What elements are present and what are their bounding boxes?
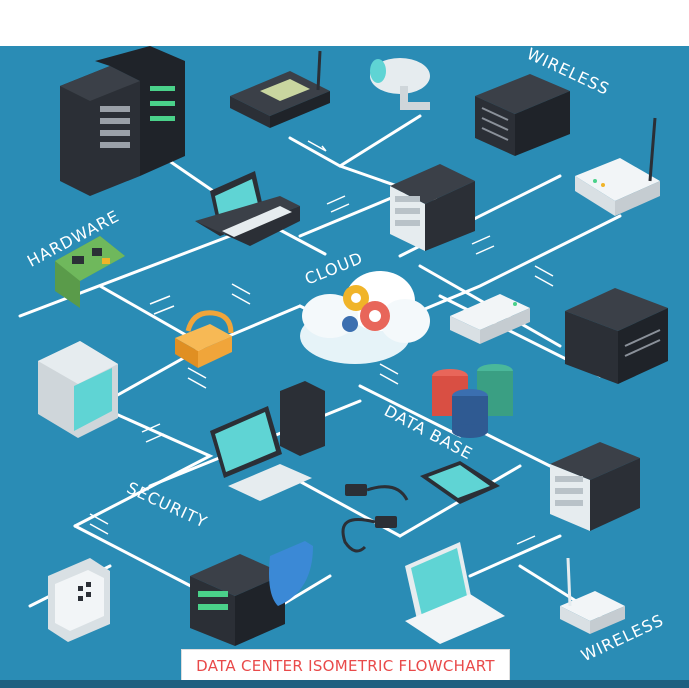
storage-server-icon bbox=[565, 288, 668, 384]
cloud-icon bbox=[300, 271, 430, 364]
desktop-computer-icon bbox=[210, 381, 325, 501]
server-rack-icon bbox=[60, 46, 185, 196]
smartphone-icon bbox=[420, 461, 500, 504]
circuit-board-icon bbox=[55, 236, 125, 308]
security-camera-icon bbox=[370, 58, 430, 110]
flowchart-drawing bbox=[18, 46, 668, 646]
database-icon bbox=[432, 364, 513, 438]
wifi-router-lower-icon bbox=[560, 557, 625, 634]
top-margin bbox=[0, 0, 689, 46]
usb-cable-icon bbox=[341, 484, 409, 553]
title-plate: DATA CENTER ISOMETRIC FLOWCHART bbox=[181, 649, 510, 682]
flowchart-canvas: WIRELESS HARDWARE CLOUD DATA BASE SECURI… bbox=[0, 46, 689, 680]
crt-monitor-icon bbox=[38, 341, 118, 438]
access-keypad-icon bbox=[48, 558, 110, 642]
network-switch-icon bbox=[230, 50, 330, 128]
server-unit-icon bbox=[475, 74, 570, 156]
server-rack-center-icon bbox=[390, 164, 475, 251]
secure-server-icon bbox=[190, 541, 313, 646]
flowchart-title: DATA CENTER ISOMETRIC FLOWCHART bbox=[196, 656, 495, 675]
server-rack-lower-icon bbox=[550, 442, 640, 531]
padlock-icon bbox=[175, 310, 234, 368]
wifi-router-icon bbox=[575, 117, 660, 216]
laptop-lower-icon bbox=[405, 542, 505, 644]
flow-arrows bbox=[89, 140, 554, 555]
laptop-icon bbox=[195, 171, 300, 246]
modem-icon bbox=[450, 294, 530, 344]
bottom-border bbox=[0, 680, 689, 688]
